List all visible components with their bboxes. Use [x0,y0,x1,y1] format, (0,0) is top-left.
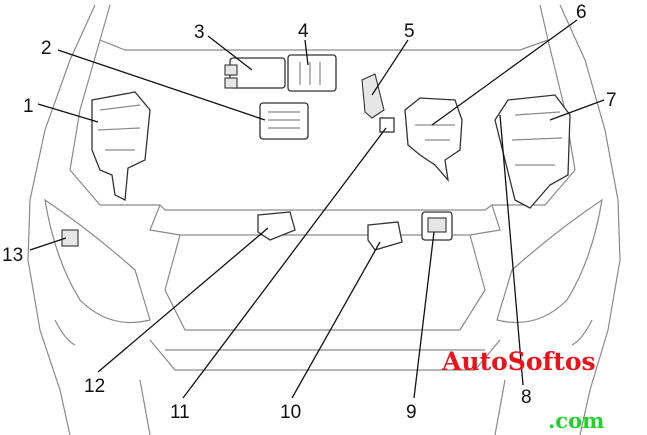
relay-11 [379,117,395,133]
label-3: 3 [194,22,205,43]
abs-actuator-6 [404,97,463,183]
label-13: 13 [2,245,23,266]
callout-numbers: 1 2 3 4 5 6 7 8 9 10 11 12 13 [2,2,617,423]
ecu-4 [287,54,337,92]
label-5: 5 [404,21,415,42]
label-2: 2 [41,38,52,59]
label-12: 12 [84,376,105,397]
label-11: 11 [170,402,190,423]
module-2 [259,102,309,140]
leader-lines [29,19,605,399]
relay-block-3 [224,57,286,89]
fuse-box-7 [494,94,571,209]
label-8: 8 [521,387,532,408]
label-1: 1 [23,96,34,117]
watermark: AutoSoftos .com [441,347,604,433]
label-7: 7 [606,90,617,111]
relay-13 [61,229,79,247]
vehicle-outline [27,4,621,435]
module-9 [421,211,453,241]
fuse-box-1 [91,91,151,202]
label-4: 4 [298,21,309,42]
label-9: 9 [406,402,417,423]
sensor-10 [367,221,403,251]
label-10: 10 [280,402,301,423]
part-5 [361,73,385,119]
label-6: 6 [576,2,587,23]
watermark-domain: .com [548,408,604,433]
watermark-name: AutoSoftos [441,347,596,376]
sensor-12 [257,211,296,241]
